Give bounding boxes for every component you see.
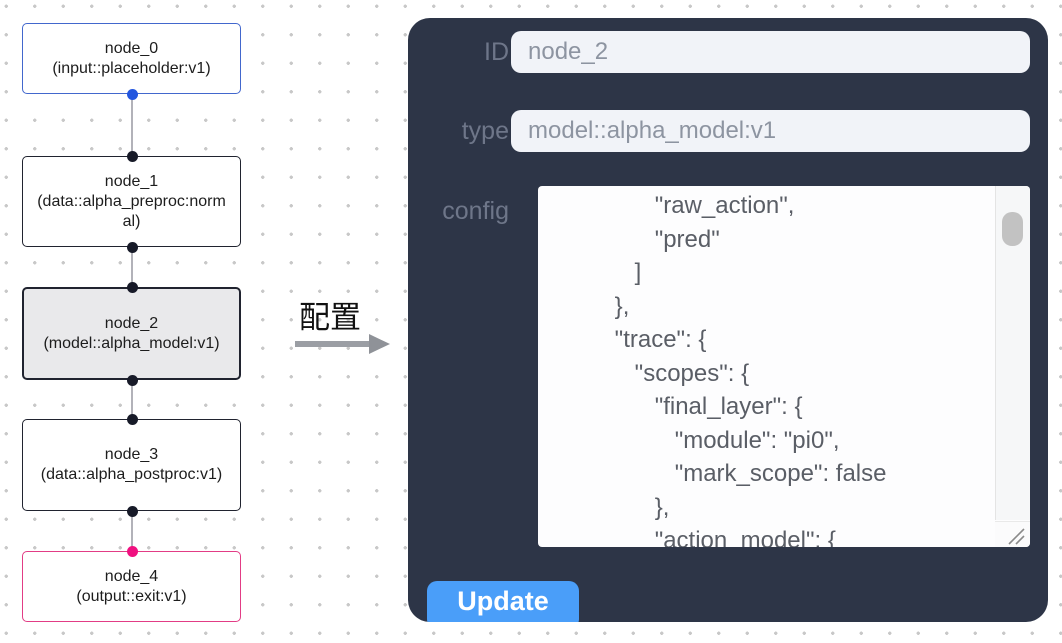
handle-target-node_2[interactable] (126, 282, 138, 293)
type-input[interactable] (511, 110, 1030, 152)
config-textarea[interactable]: "raw_action", "pred" ] }, "trace": { "sc… (538, 186, 1030, 547)
config-annotation-label: 配置 (299, 300, 361, 335)
handle-target-node_3[interactable] (126, 414, 138, 425)
node-title: node_0 (104, 39, 159, 57)
config-json-text: "raw_action", "pred" ] }, "trace": { "sc… (614, 192, 887, 547)
id-field-label: ID (484, 38, 509, 66)
node-title: node_2 (104, 314, 159, 332)
handle-target-node_1[interactable] (126, 151, 138, 162)
edge-node_3-node_4[interactable] (131, 511, 133, 552)
textarea-resize-handle[interactable] (995, 521, 1030, 547)
update-button[interactable]: Update (427, 581, 579, 622)
node-type-label: (output::exit:v1) (76, 587, 187, 605)
handle-source-node_1[interactable] (126, 242, 138, 253)
type-field-label: type (461, 117, 509, 145)
flow-node-node_4[interactable]: node_4 (output::exit:v1) (22, 551, 241, 622)
flow-node-node_3[interactable]: node_3 (data::alpha_postproc:v1) (22, 419, 241, 511)
flow-node-node_0[interactable]: node_0 (input::placeholder:v1) (22, 23, 241, 94)
config-scrollbar-track[interactable] (995, 186, 1030, 520)
node-config-panel: ID type config "raw_action", "pred" ] },… (408, 18, 1048, 622)
node-title: node_4 (104, 567, 159, 585)
edge-node_2-node_3[interactable] (131, 380, 133, 420)
node-type-label: (data::alpha_postproc:v1) (40, 466, 223, 483)
arrow-right-icon (295, 334, 390, 354)
node-title: node_3 (104, 446, 159, 463)
node-type-label: (model::alpha_model:v1) (43, 334, 220, 352)
config-field-label: config (442, 197, 509, 225)
handle-source-node_3[interactable] (126, 505, 138, 517)
config-scrollbar-thumb[interactable] (1002, 212, 1023, 246)
node-type-label: (input::placeholder:v1) (52, 59, 211, 77)
handle-source-node_2[interactable] (126, 374, 138, 386)
id-input[interactable] (511, 31, 1030, 73)
node-type-label: (data::alpha_preproc:normal) (37, 192, 226, 230)
edge-node_1-node_2[interactable] (131, 247, 133, 288)
node-title: node_1 (104, 172, 159, 190)
flow-node-node_1[interactable]: node_1 (data::alpha_preproc:normal) (22, 156, 241, 247)
edge-node_0-node_1[interactable] (131, 94, 133, 157)
flow-node-node_2[interactable]: node_2 (model::alpha_model:v1) (22, 287, 241, 380)
handle-source-node_0[interactable] (126, 89, 138, 100)
handle-target-node_4[interactable] (126, 546, 138, 557)
